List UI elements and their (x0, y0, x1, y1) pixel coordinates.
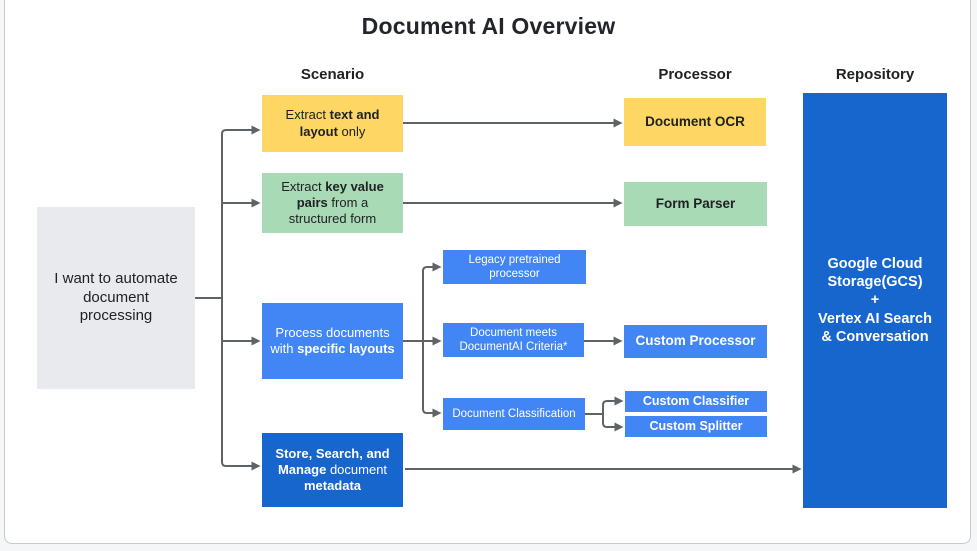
column-header-processor: Processor (658, 66, 732, 83)
processor-custom-splitter: Custom Splitter (625, 416, 767, 437)
processor-custom-processor: Custom Processor (624, 325, 767, 358)
branch-legacy-pretrained-processor: Legacy pretrained processor (443, 250, 586, 284)
page-title: Document AI Overview (361, 13, 616, 39)
scenario-store-search-manage: Store, Search, and Manage document metad… (262, 433, 403, 507)
scenario-extract-key-value-pairs: Extract key value pairs from a structure… (262, 173, 403, 233)
scenario-specific-layouts-label: Process documents with specific layouts (270, 324, 395, 356)
start-node-automate-processing: I want to automate document processing (37, 207, 195, 389)
column-header-scenario: Scenario (300, 66, 365, 83)
repository-gcs-vertex-ai: Google Cloud Storage(GCS) + Vertex AI Se… (803, 93, 947, 508)
scenario-extract-text-layout-label: Extract text and layout only (285, 107, 380, 139)
repository-line-storage: Google Cloud Storage(GCS) (827, 256, 923, 291)
scenario-extract-key-value-pairs-label: Extract key value pairs from a structure… (281, 178, 384, 227)
processor-custom-classifier: Custom Classifier (625, 391, 767, 412)
branch-document-classification: Document Classification (443, 398, 585, 430)
repository-line-plus: + (870, 292, 880, 309)
scenario-store-search-manage-label: Store, Search, and Manage document metad… (275, 445, 390, 494)
branch-documentai-criteria: Document meets DocumentAI Criteria* (443, 323, 584, 357)
scenario-extract-text-layout: Extract text and layout only (262, 95, 403, 152)
repository-line-vertex: Vertex AI Search & Conversation (818, 310, 932, 345)
processor-document-ocr: Document OCR (624, 98, 766, 146)
processor-form-parser: Form Parser (624, 182, 767, 226)
column-header-repository: Repository (835, 66, 915, 83)
scenario-specific-layouts: Process documents with specific layouts (262, 303, 403, 379)
